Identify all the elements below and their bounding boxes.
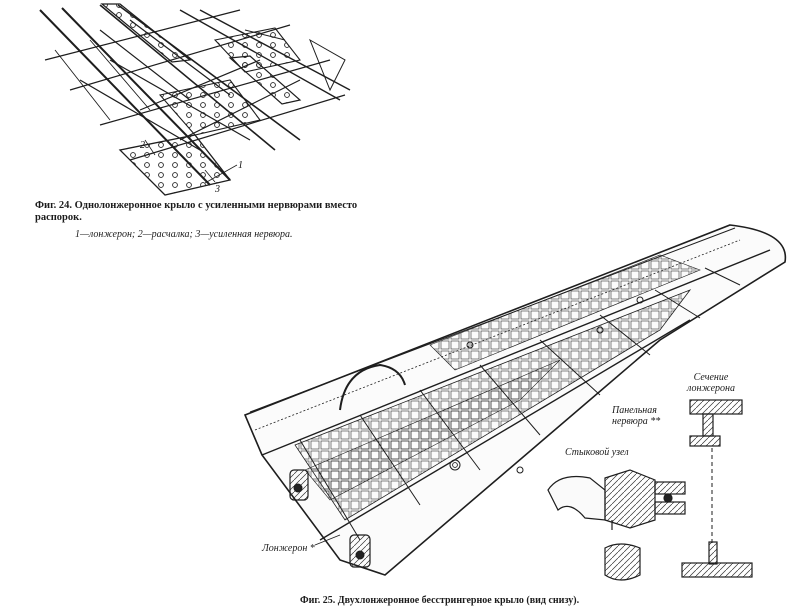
panel-rib-label: Панельная нервюра ** [612, 405, 661, 427]
fig24-callout-3: 3 [214, 184, 220, 195]
fig24-callout-2: 2 [140, 140, 145, 151]
fig25-caption: Фиг. 25. Двухлонжеронное бесстрингерное … [300, 595, 580, 606]
spar-section-detail [681, 399, 753, 578]
fig24-caption: Фиг. 24. Однолонжеронное крыло с усиленн… [35, 200, 358, 223]
fig24-callout-1: 1 [238, 160, 243, 171]
fig24-wing-frame-drawing [39, 3, 351, 196]
fig25-wing-drawing [243, 224, 787, 576]
spar-label: Лонжерон * [262, 543, 315, 554]
spar-section-label: Сечение лонжерона [686, 372, 735, 394]
joint-label: Стыковой узел [565, 447, 629, 458]
joint-fitting-detail [547, 469, 686, 581]
fig24-legend: 1—лонжерон; 2—расчалка; 3—усиленная нерв… [75, 229, 293, 240]
